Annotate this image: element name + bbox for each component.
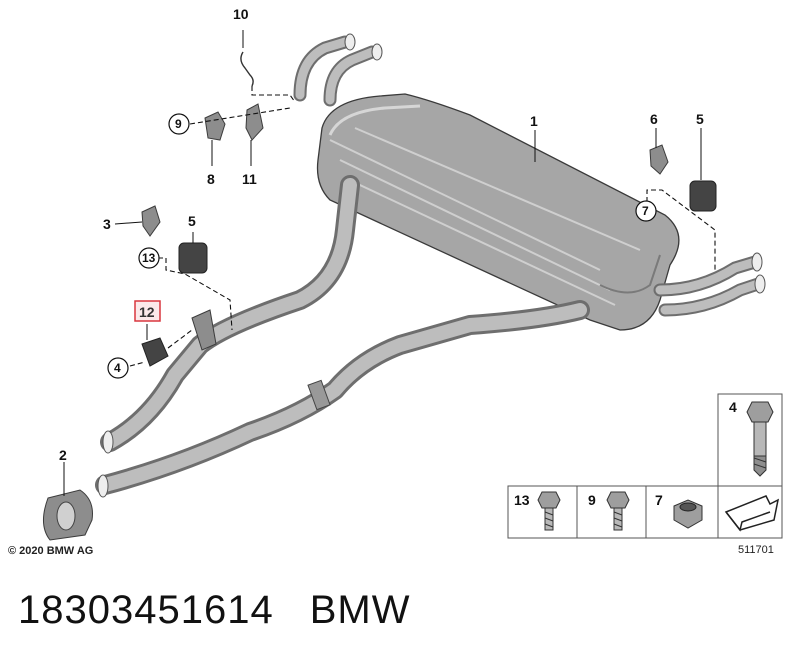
bracket-6 [649, 144, 669, 175]
callout-8: 8 [207, 171, 215, 187]
callout-3: 3 [103, 216, 111, 232]
table-label-9: 9 [588, 492, 596, 508]
front-tailpipes [293, 33, 383, 107]
highlight-box-12 [134, 300, 161, 322]
bolt-4-icon [746, 401, 774, 477]
copyright-text: © 2020 BMW AG [8, 545, 93, 557]
fastener-table: 4 13 9 7 [507, 393, 783, 539]
callout-labels: 1 10 9 8 11 3 5 13 6 5 7 12 4 2 [59, 6, 704, 463]
rubber-mount-5-right [689, 180, 717, 212]
callout-11: 11 [242, 171, 257, 187]
clip-part [240, 51, 254, 87]
callout-7: 7 [642, 204, 649, 218]
brand-name: BMW [309, 588, 411, 632]
callout-5-left: 5 [188, 213, 196, 229]
callout-12: 12 [139, 304, 155, 320]
callout-5-right: 5 [696, 111, 704, 127]
hanger-parts [43, 51, 717, 541]
callout-2: 2 [59, 447, 67, 463]
nut-7-icon [673, 499, 703, 529]
bolt-9-icon [606, 491, 630, 531]
callout-1: 1 [530, 113, 538, 129]
rubber-mount-5-left [178, 242, 208, 274]
table-label-7: 7 [655, 492, 663, 508]
damper-4 [141, 337, 169, 367]
bracket-3 [141, 205, 161, 237]
callout-10: 10 [233, 6, 249, 22]
footer-caption: 18303451614 BMW [18, 588, 446, 633]
table-label-4: 4 [729, 399, 737, 415]
rear-tailpipes [653, 252, 766, 317]
rear-muffler [316, 93, 680, 331]
bracket-12 [191, 309, 217, 351]
table-label-13: 13 [514, 492, 530, 508]
callout-13: 13 [142, 251, 156, 265]
bolt-13-icon [537, 491, 561, 531]
callout-4: 4 [114, 361, 121, 375]
direction-arrow-icon [724, 495, 780, 532]
bracket-8 [204, 111, 226, 141]
callout-6: 6 [650, 111, 658, 127]
leader-lines [63, 30, 716, 496]
callout-9: 9 [175, 117, 182, 131]
bracket-11 [245, 103, 264, 141]
diagram-ref-number: 511701 [738, 544, 774, 556]
part-number: 18303451614 [18, 588, 274, 632]
connecting-pipes [95, 175, 590, 498]
